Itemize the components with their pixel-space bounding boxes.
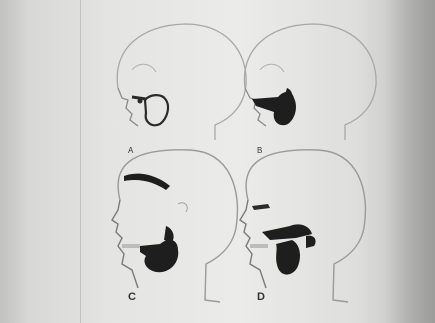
panel-a-jaw-dot bbox=[138, 99, 143, 104]
panel-a-drawing bbox=[117, 24, 246, 140]
panel-c-head-outline bbox=[118, 150, 237, 302]
panel-label-d: D bbox=[257, 292, 265, 303]
panel-b-head-outline bbox=[244, 24, 376, 140]
panel-b-drawing bbox=[244, 24, 376, 140]
panel-a-head-outline bbox=[117, 24, 246, 140]
panel-d-pharynx-fill bbox=[306, 236, 316, 248]
panel-a-face-profile bbox=[118, 88, 138, 126]
panel-d-tongue-fill bbox=[276, 240, 300, 275]
panel-c-teeth-upper bbox=[122, 244, 140, 248]
panel-a-cavity-outline bbox=[145, 95, 168, 125]
panel-c-ear-hint bbox=[178, 203, 187, 212]
panel-c-pharynx-fill bbox=[164, 226, 174, 242]
panel-d-drawing bbox=[240, 150, 365, 302]
panel-d-palate-fill bbox=[262, 224, 312, 240]
panel-c-tongue-fill bbox=[140, 240, 178, 272]
panel-d-teeth-upper bbox=[250, 244, 268, 248]
panel-d-nasal-mark bbox=[252, 204, 270, 210]
panel-label-a: A bbox=[128, 147, 133, 155]
panel-label-c: C bbox=[128, 292, 136, 303]
panel-b-eye-region bbox=[260, 64, 284, 72]
panel-c-drawing bbox=[112, 150, 237, 302]
panel-c-skull-mark bbox=[124, 174, 170, 190]
panel-d-head-outline bbox=[246, 150, 365, 302]
panel-a-nasal-mark bbox=[132, 97, 146, 99]
panel-label-b: B bbox=[257, 147, 262, 155]
panel-a-eye-region bbox=[132, 64, 156, 72]
panel-b-pharynx-fill bbox=[284, 88, 292, 100]
